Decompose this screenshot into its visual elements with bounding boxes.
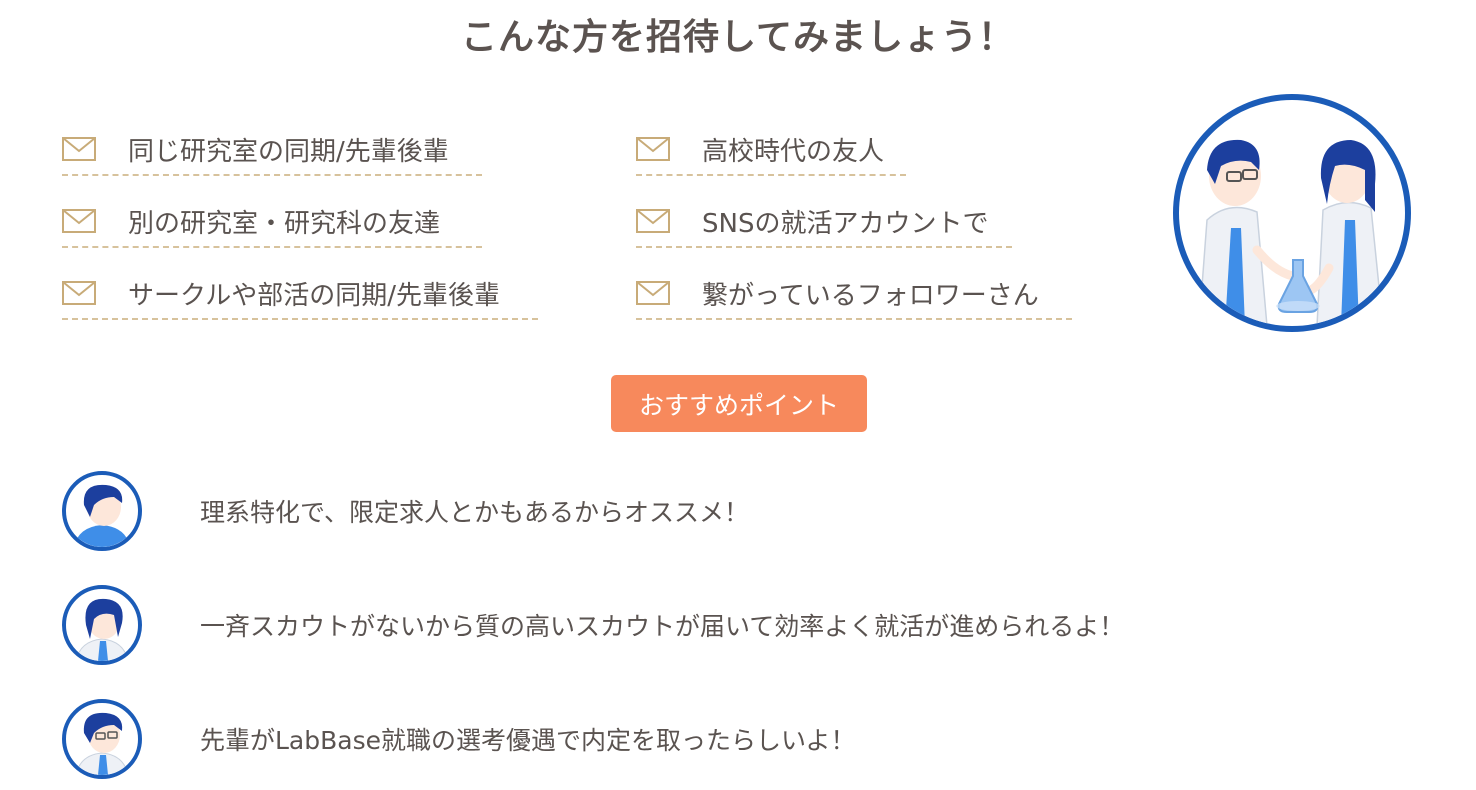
recommend-point-item: 先輩がLabBase就職の選考優遇で内定を取ったらしいよ！	[62, 698, 856, 780]
invite-target-item: サークルや部活の同期/先輩後輩	[62, 268, 538, 320]
invite-target-item: 繋がっているフォロワーさん	[636, 268, 1072, 320]
mail-icon	[636, 209, 670, 233]
invite-target-item: SNSの就活アカウントで	[636, 196, 1012, 248]
invite-target-label: 繋がっているフォロワーさん	[702, 280, 1039, 311]
mail-icon	[636, 281, 670, 305]
invite-target-label: サークルや部活の同期/先輩後輩	[128, 280, 500, 311]
student-avatar-icon	[75, 598, 129, 661]
recommend-point-item: 一斉スカウトがないから質の高いスカウトが届いて効率よく就活が進められるよ！	[62, 584, 1124, 666]
mail-icon	[62, 137, 96, 161]
researchers-illustration	[1173, 94, 1411, 332]
avatar	[62, 471, 142, 551]
avatar	[62, 699, 142, 779]
recommend-point-text: 一斉スカウトがないから質の高いスカウトが届いて効率よく就活が進められるよ！	[200, 612, 1125, 641]
recommend-points-button[interactable]: おすすめポイント	[611, 375, 867, 432]
page-title: こんな方を招待してみましょう！	[461, 17, 1015, 58]
invite-target-label: 同じ研究室の同期/先輩後輩	[128, 136, 449, 167]
recommend-point-text: 理系特化で、限定求人とかもあるからオススメ！	[200, 498, 750, 527]
mail-icon	[62, 209, 96, 233]
invite-target-item: 同じ研究室の同期/先輩後輩	[62, 124, 482, 176]
invite-target-label: 高校時代の友人	[702, 136, 885, 167]
avatar	[62, 585, 142, 665]
student-avatar-icon	[74, 484, 130, 547]
mail-icon	[636, 137, 670, 161]
recommend-point-text: 先輩がLabBase就職の選考優遇で内定を取ったらしいよ！	[200, 726, 856, 755]
mail-icon	[62, 281, 96, 305]
invite-target-item: 高校時代の友人	[636, 124, 906, 176]
researchers-icon	[1198, 139, 1384, 326]
recommend-point-item: 理系特化で、限定求人とかもあるからオススメ！	[62, 470, 749, 552]
invite-target-label: SNSの就活アカウントで	[702, 208, 989, 239]
invite-target-label: 別の研究室・研究科の友達	[128, 208, 441, 239]
invite-target-item: 別の研究室・研究科の友達	[62, 196, 482, 248]
student-avatar-icon	[75, 712, 129, 775]
